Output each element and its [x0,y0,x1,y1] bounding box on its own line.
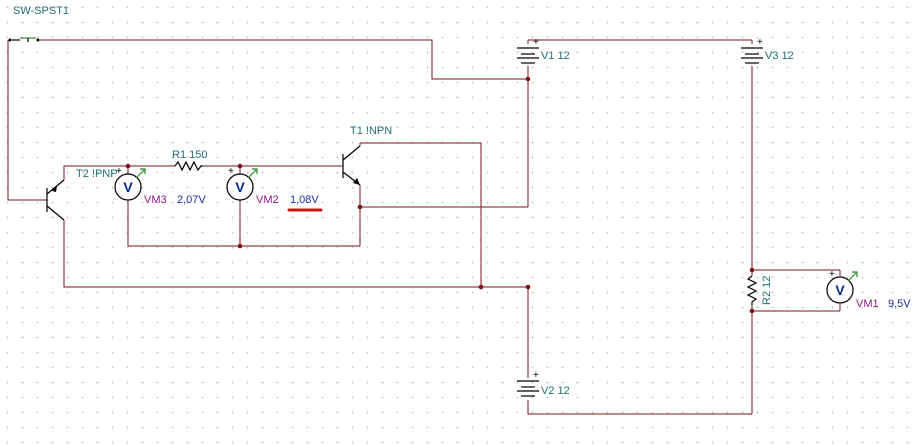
v2-label: V2 12 [541,385,570,397]
wire-top [40,39,528,80]
transistor-t2-pnp[interactable] [46,179,65,221]
svg-text:V: V [235,179,245,195]
voltmeter-vm1[interactable]: V + [826,269,858,304]
vm2-name: VM2 [256,194,279,206]
vm1-reading: 9,5V [888,298,911,310]
svg-text:V: V [123,179,133,195]
wires [7,39,841,415]
battery-v3[interactable]: + [741,37,763,64]
svg-text:+: + [829,269,835,280]
voltmeter-vm3[interactable]: V + [114,166,146,201]
r1-label: R1 150 [172,149,207,161]
wire-t1-collector [360,142,482,287]
battery-v2[interactable]: + [517,370,539,397]
vm2-reading: 1,08V [290,194,319,206]
svg-text:+: + [757,37,763,48]
v3-label: V3 12 [765,50,794,62]
junction-nodes [125,76,755,314]
t2-label: T2 !PNP [76,168,118,180]
svg-text:+: + [228,166,234,177]
switch-sw-spst1[interactable] [8,37,40,42]
wire-t2-collector [63,220,528,288]
vm3-reading: 2,07V [177,194,206,206]
svg-text:+: + [116,166,122,177]
switch-label: SW-SPST1 [13,5,69,17]
svg-text:+: + [533,370,539,381]
t1-label: T1 !NPN [350,125,392,137]
transistor-t1-npn[interactable] [342,143,361,186]
battery-v1[interactable]: + [517,37,539,64]
resistor-r1[interactable] [174,160,203,172]
vm1-name: VM1 [856,298,879,310]
v1-label: V1 12 [541,50,570,62]
r2-label: R2 12 [761,276,773,305]
vm3-name: VM3 [144,194,167,206]
wire-left-vertical [7,40,47,201]
voltmeter-vm2[interactable]: V + [226,166,258,201]
svg-text:+: + [533,37,539,48]
resistor-r2[interactable] [746,270,758,311]
svg-text:V: V [835,282,845,298]
